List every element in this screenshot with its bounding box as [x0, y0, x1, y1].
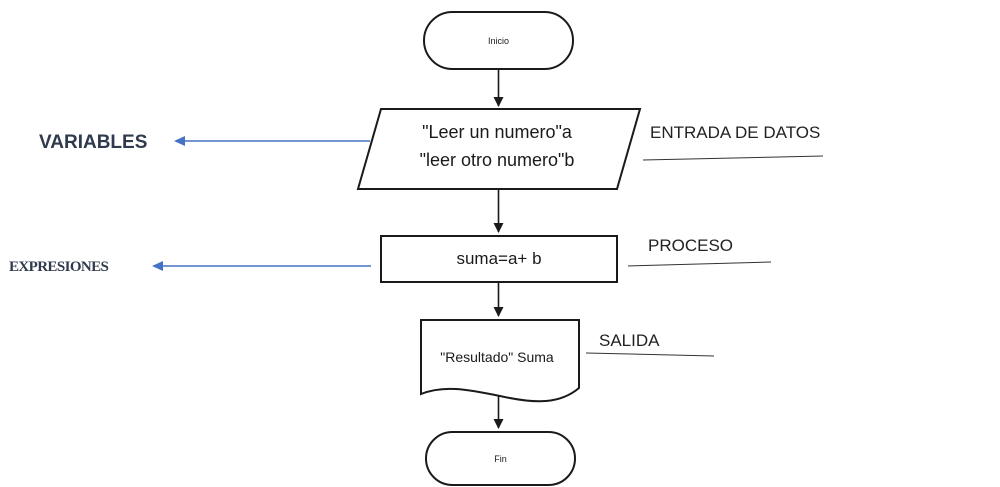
start-label: Inicio: [488, 36, 509, 46]
output-document: "Resultado" Suma: [420, 319, 580, 403]
annotation-proceso-underline: [627, 261, 772, 267]
annotation-proceso: PROCESO: [627, 236, 772, 267]
annotation-entrada: ENTRADA DE DATOS: [642, 123, 824, 161]
input-line-2: "leer otro numero"b: [420, 150, 575, 170]
start-terminator: Inicio: [423, 11, 574, 70]
variables-label: VARIABLES: [39, 132, 147, 153]
end-shape: [425, 431, 576, 486]
output-label: "Resultado" Suma: [440, 349, 554, 365]
side-label-expresiones: EXPRESIONES: [9, 259, 371, 275]
side-label-variables: VARIABLES: [39, 132, 370, 153]
input-line-1: "Leer un numero"a: [422, 122, 573, 142]
annotation-entrada-text: ENTRADA DE DATOS: [650, 123, 820, 142]
process-box: suma=a+ b: [380, 235, 618, 283]
end-terminator: Fin: [425, 431, 576, 486]
process-shape: [380, 235, 618, 283]
process-label: suma=a+ b: [456, 249, 541, 268]
annotation-proceso-text: PROCESO: [648, 236, 733, 255]
input-parallelogram: "Leer un numero"a "leer otro numero"b: [356, 108, 642, 190]
annotation-salida-underline: [585, 352, 715, 357]
expresiones-label: EXPRESIONES: [9, 259, 109, 275]
annotation-salida-text: SALIDA: [599, 331, 660, 350]
end-label: Fin: [494, 454, 507, 464]
annotation-salida: SALIDA: [585, 331, 715, 357]
output-shape: [420, 319, 580, 403]
annotation-entrada-underline: [642, 155, 824, 161]
input-shape: [356, 108, 642, 190]
